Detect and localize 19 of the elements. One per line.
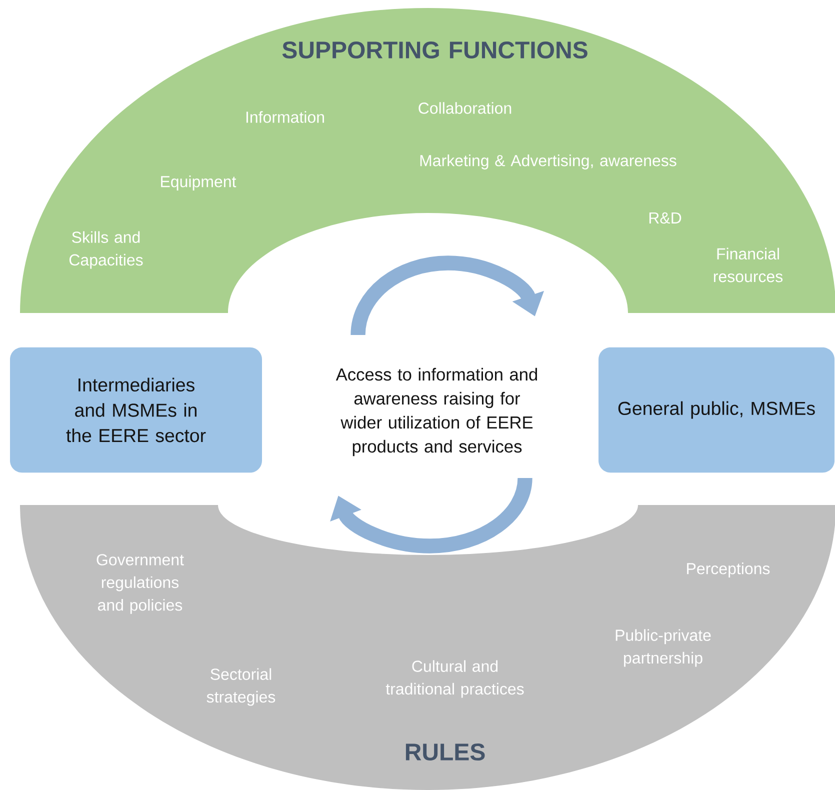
factor-text: Information	[246, 111, 324, 123]
band-heading: RULES	[406, 744, 485, 760]
band-heading: SUPPORTING FUNCTIONS	[282, 41, 588, 58]
factor-text: Marketing & Advertising, awareness	[420, 154, 676, 170]
factor-text: Skills and Capacities	[69, 231, 143, 269]
factor-text: Public-private partnership	[616, 629, 711, 667]
factor-text: Collaboration	[418, 102, 512, 114]
factor-text: Perceptions	[687, 562, 770, 578]
factor-text: R&D	[649, 212, 682, 224]
centre-text: Access to information and awareness raising for wider utilization of EERE products and services	[336, 368, 538, 456]
supporting-functions-band	[20, 8, 835, 313]
rules-band	[20, 505, 835, 790]
factor-text: Government regulations and policies	[96, 554, 184, 614]
factor-text: Financial resources	[714, 248, 783, 282]
factor-text: Sectorial strategies	[206, 668, 276, 706]
actor-box: Intermediaries and MSMEs in the EERE sector	[10, 347, 262, 473]
factor-text: Equipment	[161, 176, 236, 190]
factor-text: Cultural and traditional practices	[386, 660, 524, 698]
actor-box: General public, MSMEs	[598, 347, 834, 473]
